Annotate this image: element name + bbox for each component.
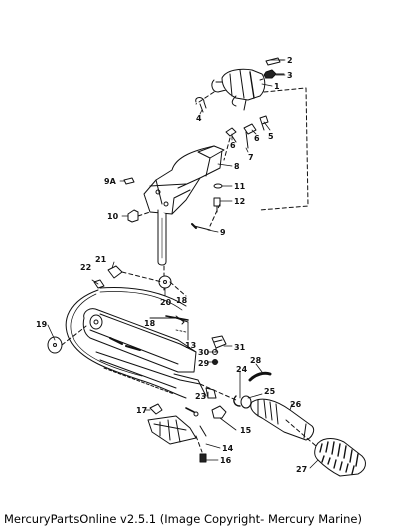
clip-part-4 bbox=[195, 97, 207, 113]
rubber-grip-part-27 bbox=[314, 438, 366, 477]
throttle-cable bbox=[65, 287, 187, 399]
label-part-1: 1 bbox=[274, 82, 280, 91]
screw-part-14 bbox=[185, 407, 207, 437]
internal-rods bbox=[95, 351, 207, 397]
screw-part-16 bbox=[199, 453, 207, 463]
copyright-footer: MercuryPartsOnline v2.5.1 (Image Copyrig… bbox=[4, 512, 362, 526]
label-part-9: 9 bbox=[220, 228, 226, 237]
label-part-6b: 6 bbox=[254, 134, 260, 143]
tiller-arm-housing bbox=[82, 308, 197, 373]
screw-part-12 bbox=[213, 197, 221, 213]
dashed-guide-lines-mid bbox=[137, 203, 221, 291]
small-parts-5-6-7 bbox=[225, 115, 269, 149]
label-part-7: 7 bbox=[248, 153, 254, 162]
cap-part-21 bbox=[107, 265, 123, 279]
linkage-part-17 bbox=[147, 403, 197, 445]
label-part-11: 11 bbox=[234, 182, 246, 191]
label-part-25: 25 bbox=[264, 387, 276, 396]
label-part-27: 27 bbox=[296, 465, 307, 474]
spring-part-22 bbox=[93, 279, 105, 289]
label-part-13: 13 bbox=[185, 341, 196, 350]
label-part-21: 21 bbox=[95, 255, 107, 264]
steering-shaft bbox=[157, 209, 167, 266]
part-labels: 2 3 1 4 5 6 6 7 8 9A 11 12 10 9 21 22 20… bbox=[36, 56, 307, 474]
label-part-10: 10 bbox=[107, 212, 119, 221]
leader-lines bbox=[47, 59, 319, 469]
spring-part-23 bbox=[205, 387, 217, 399]
label-part-17: 17 bbox=[136, 406, 147, 415]
screw-part-9 bbox=[191, 223, 211, 231]
ring-part-25 bbox=[240, 395, 252, 409]
label-part-6a: 6 bbox=[230, 141, 236, 150]
label-part-19: 19 bbox=[36, 320, 48, 329]
label-part-12: 12 bbox=[234, 197, 245, 206]
label-part-2: 2 bbox=[287, 56, 293, 65]
label-part-8: 8 bbox=[234, 162, 240, 171]
label-part-26: 26 bbox=[290, 400, 302, 409]
bracket-part-31 bbox=[211, 335, 227, 349]
dashed-guide-lines-upper bbox=[195, 87, 309, 211]
label-part-3: 3 bbox=[287, 71, 293, 80]
tiller-bracket bbox=[143, 145, 225, 215]
label-part-23: 23 bbox=[195, 392, 206, 401]
label-part-9a: 9A bbox=[104, 177, 117, 186]
label-part-29: 29 bbox=[198, 359, 210, 368]
plug-part-10 bbox=[127, 209, 139, 223]
label-part-15: 15 bbox=[240, 426, 252, 435]
label-part-18a: 18 bbox=[176, 296, 188, 305]
label-part-14: 14 bbox=[222, 444, 234, 453]
label-part-20: 20 bbox=[160, 298, 172, 307]
ring-part-24 bbox=[233, 395, 241, 407]
label-part-16: 16 bbox=[220, 456, 232, 465]
nut-part-3 bbox=[263, 69, 285, 79]
label-part-18b: 18 bbox=[144, 319, 156, 328]
label-part-30: 30 bbox=[198, 348, 210, 357]
throttle-shaft-part-13 bbox=[149, 315, 189, 325]
label-part-24: 24 bbox=[236, 365, 248, 374]
dashed-guide-lines-lower bbox=[61, 271, 317, 453]
label-part-22: 22 bbox=[80, 263, 91, 272]
top-bracket-assembly bbox=[211, 68, 273, 111]
throttle-grip-part-26 bbox=[250, 398, 315, 441]
label-part-4: 4 bbox=[196, 114, 202, 123]
label-part-28: 28 bbox=[250, 356, 262, 365]
ring-part-28 bbox=[248, 371, 272, 382]
bushing-part-15 bbox=[211, 405, 227, 419]
label-part-5: 5 bbox=[268, 132, 274, 141]
washer-part-11 bbox=[213, 183, 223, 189]
pin-part-2 bbox=[265, 57, 285, 66]
washer-part-20 bbox=[158, 275, 172, 289]
label-part-31: 31 bbox=[234, 343, 246, 352]
bolt-part-9a bbox=[123, 177, 135, 185]
